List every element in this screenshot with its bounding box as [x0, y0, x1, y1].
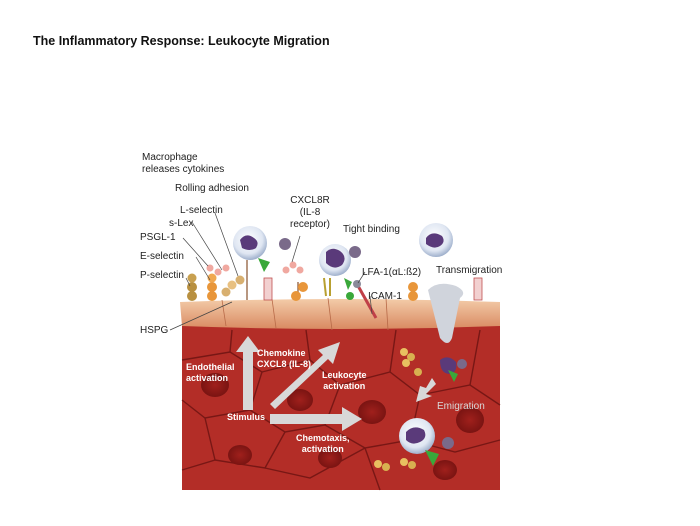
- process-arrows: [236, 336, 436, 431]
- tissue-cell-nucleus: [358, 400, 386, 424]
- stimulus-label: Stimulus: [227, 412, 266, 422]
- selectin-chain: [221, 275, 245, 297]
- chemotaxis-label: Chemotaxis, activation: [296, 433, 350, 454]
- binding-leukocyte: [319, 244, 361, 290]
- l-selectin-label: L-selectin: [180, 205, 223, 216]
- emigration-label: Emigration: [437, 401, 485, 412]
- icam1-rod: [355, 283, 378, 319]
- chemotaxis-arrow: [270, 407, 362, 431]
- s-lex-label: s-Lex: [169, 218, 194, 229]
- emigration-arrow: [416, 378, 436, 402]
- leukocyte-activation-label: Leukocyte activation: [322, 370, 367, 391]
- p-selectin-chain: [187, 273, 197, 301]
- transmigration-leukocyte: [419, 223, 467, 382]
- emigrated-leukocyte: [399, 418, 454, 466]
- e-selectin-chain: [207, 273, 217, 301]
- hspg-striped-post: [263, 277, 483, 301]
- psgl1-label: PSGL-1: [140, 232, 176, 243]
- page-title: The Inflammatory Response: Leukocyte Mig…: [33, 34, 330, 48]
- leukocyte-activation-arrow: [270, 342, 340, 409]
- tissue-cell-nucleus: [228, 445, 252, 465]
- hspg-label: HSPG: [140, 325, 169, 336]
- icam1-bead: [346, 292, 354, 300]
- tissue-cell-nucleus: [318, 448, 342, 468]
- endothelium-layer: [180, 297, 500, 331]
- endothelial-activation-arrow: [236, 336, 260, 410]
- integrin-stalks: [323, 277, 331, 297]
- tissue-cell-nucleus: [456, 407, 484, 433]
- transmig-beads: [400, 348, 422, 376]
- icam1-label: ICAM-1: [368, 291, 402, 302]
- tight-binding-label: Tight binding: [343, 224, 400, 235]
- rolling-adhesion-label: Rolling adhesion: [175, 183, 249, 194]
- transmigration-label: Transmigration: [436, 265, 503, 276]
- tissue-cell-nucleus: [287, 389, 313, 411]
- tissue-cell-nucleus: [201, 373, 229, 397]
- callout-lines: [169, 212, 373, 331]
- emigrated-beads: [374, 458, 416, 471]
- rolling-leukocyte: [233, 226, 291, 272]
- lfa1-head: [353, 280, 361, 288]
- chemokine-label: Chemokine CXCL8 (IL-8): [257, 348, 311, 369]
- cxcl8r-label: CXCL8R (IL-8 receptor): [290, 195, 331, 230]
- lfa1-label: LFA-1(αL:ß2): [362, 267, 422, 278]
- endothelial-activation-label: Endothelial activation: [186, 362, 235, 383]
- e-selectin-label: E-selectin: [140, 251, 184, 262]
- p-selectin-label: P-selectin: [140, 270, 184, 281]
- psgl1-beads: [206, 264, 230, 276]
- chemokine-beads-left: [282, 261, 418, 301]
- tissue-cell-nucleus: [433, 460, 457, 480]
- macrophage-label: Macrophage releases cytokines: [142, 152, 225, 175]
